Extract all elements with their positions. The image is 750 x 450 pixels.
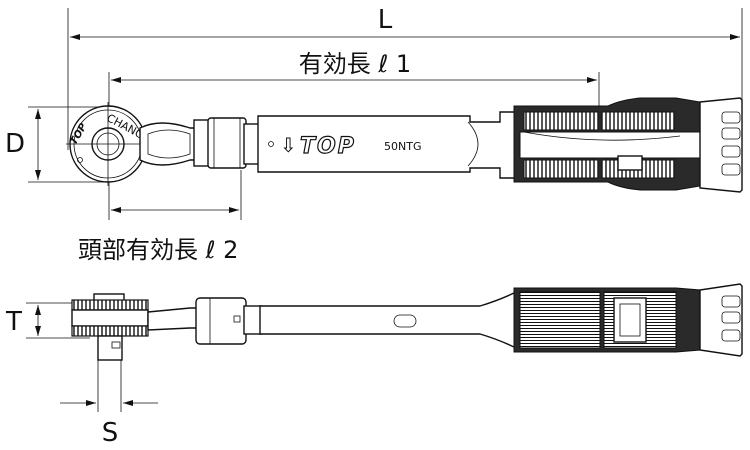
dimension-S: S	[60, 360, 158, 448]
label-D: D	[5, 129, 25, 159]
side-shaft	[259, 290, 517, 350]
brand-logo: TOP	[300, 134, 356, 159]
label-T: T	[5, 307, 22, 337]
label-effective-length-1: 有効長 ℓ 1	[299, 50, 411, 78]
grip-top	[513, 97, 701, 191]
wrench-side-view	[71, 283, 743, 361]
dimension-l2: 頭部有効長 ℓ 2	[78, 160, 242, 264]
dimension-D: D	[5, 106, 110, 183]
model-marking: 50NTG	[384, 140, 421, 153]
label-L: L	[378, 5, 393, 35]
label-head-effective-length-2: 頭部有効長 ℓ 2	[78, 236, 238, 264]
side-adjust-sleeve	[195, 297, 247, 345]
wrench-top-view: CHANGE TOP ⇩ TOP 50NTG	[66, 97, 743, 193]
down-arrow-marking: ⇩	[280, 133, 297, 157]
end-cap-top	[699, 97, 743, 193]
dimension-L: L	[67, 5, 743, 150]
end-cap-side	[699, 283, 743, 357]
label-S: S	[102, 418, 119, 448]
ratchet-head: CHANGE TOP	[66, 102, 152, 186]
grip-side	[513, 287, 701, 353]
